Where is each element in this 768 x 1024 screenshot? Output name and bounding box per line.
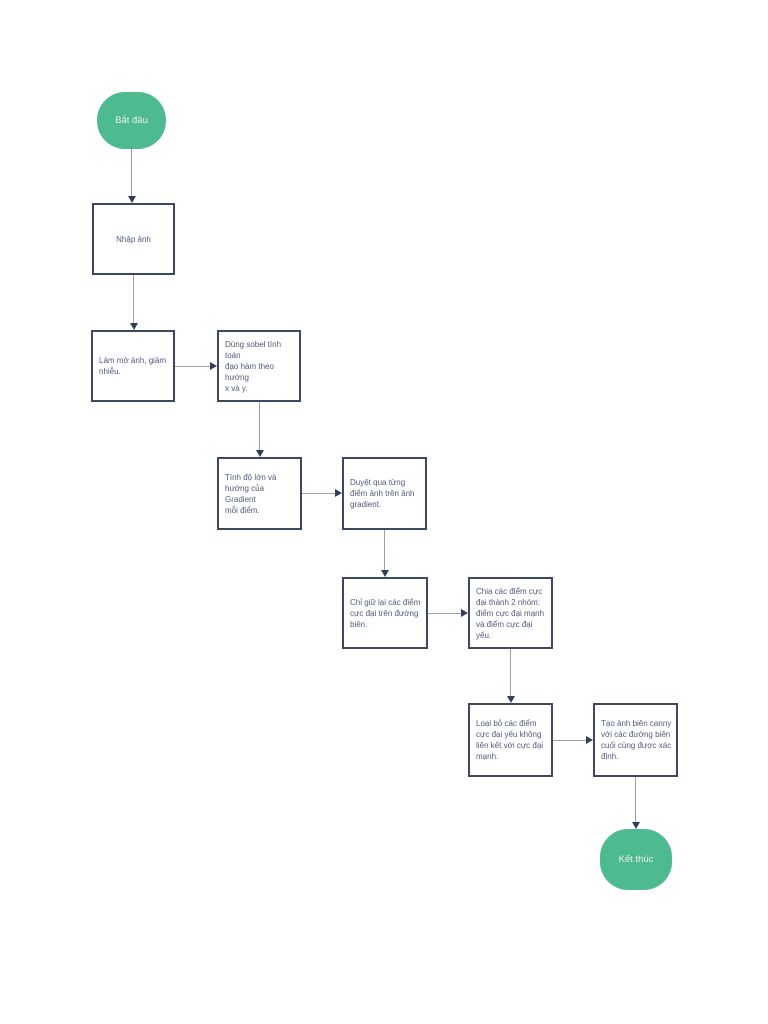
node-start-label: Bắt đầu [115, 115, 148, 126]
node-create-canny-image: Tạo ảnh biên canny với các đường biên cu… [593, 703, 678, 777]
node-input-image: Nhập ảnh [92, 203, 175, 275]
arrow-iterate-to-maxima-line [384, 530, 385, 570]
node-remove-weak-label: Loại bỏ các điểm cực đại yếu không liên … [476, 719, 544, 761]
arrow-input-to-blur-line [133, 275, 134, 323]
arrow-remove-to-create-line [553, 740, 587, 741]
arrow-split-to-remove-line [510, 649, 511, 696]
node-start-terminator: Bắt đầu [97, 92, 166, 149]
arrow-input-to-blur-arrowhead-icon [130, 323, 138, 330]
arrow-maxima-to-split-line [428, 613, 462, 614]
arrow-create-to-end-arrowhead-icon [632, 822, 640, 829]
node-sobel-derivatives: Dùng sobel tính toán đạo hàm theo hướng … [217, 330, 301, 402]
node-remove-weak: Loại bỏ các điểm cực đại yếu không liên … [468, 703, 553, 777]
arrow-start-to-input-arrowhead-icon [128, 196, 136, 203]
arrow-split-to-remove-arrowhead-icon [507, 696, 515, 703]
node-end-label: Kết thúc [618, 854, 654, 865]
node-keep-maxima-label: Chỉ giữ lại các điểm cực đại trên đường … [350, 597, 421, 629]
node-blur-reduce-noise-label: Làm mờ ảnh, giảm nhiễu. [99, 356, 167, 376]
arrow-gradient-to-iterate-line [302, 493, 336, 494]
arrow-sobel-to-gradient-arrowhead-icon [256, 450, 264, 457]
node-create-canny-image-label: Tạo ảnh biên canny với các đường biên cu… [601, 719, 672, 761]
node-sobel-derivatives-label: Dùng sobel tính toán đạo hàm theo hướng … [225, 339, 282, 393]
arrow-blur-to-sobel-arrowhead-icon [210, 362, 217, 370]
arrow-maxima-to-split-arrowhead-icon [461, 609, 468, 617]
arrow-blur-to-sobel-line [175, 366, 211, 367]
node-iterate-pixels-label: Duyệt qua từng điểm ảnh trên ảnh gradien… [350, 478, 415, 509]
node-end-terminator: Kết thúc [600, 829, 672, 890]
arrow-gradient-to-iterate-arrowhead-icon [335, 489, 342, 497]
node-input-image-label: Nhập ảnh [116, 234, 151, 244]
node-iterate-pixels: Duyệt qua từng điểm ảnh trên ảnh gradien… [342, 457, 427, 530]
arrow-iterate-to-maxima-arrowhead-icon [381, 570, 389, 577]
node-split-strong-weak: Chia các điểm cực đại thành 2 nhóm: điểm… [468, 577, 553, 649]
node-keep-maxima: Chỉ giữ lại các điểm cực đại trên đường … [342, 577, 428, 649]
node-blur-reduce-noise: Làm mờ ảnh, giảm nhiễu. [91, 330, 175, 402]
arrow-create-to-end-line [635, 777, 636, 822]
arrow-start-to-input-line [131, 149, 132, 197]
arrow-sobel-to-gradient-line [259, 402, 260, 450]
node-split-strong-weak-label: Chia các điểm cực đại thành 2 nhóm: điểm… [476, 586, 545, 640]
node-gradient-magnitude-label: Tính độ lớn và hướng của Gradient mỗi đi… [225, 472, 277, 515]
node-gradient-magnitude: Tính độ lớn và hướng của Gradient mỗi đi… [217, 457, 302, 530]
arrow-remove-to-create-arrowhead-icon [586, 736, 593, 744]
